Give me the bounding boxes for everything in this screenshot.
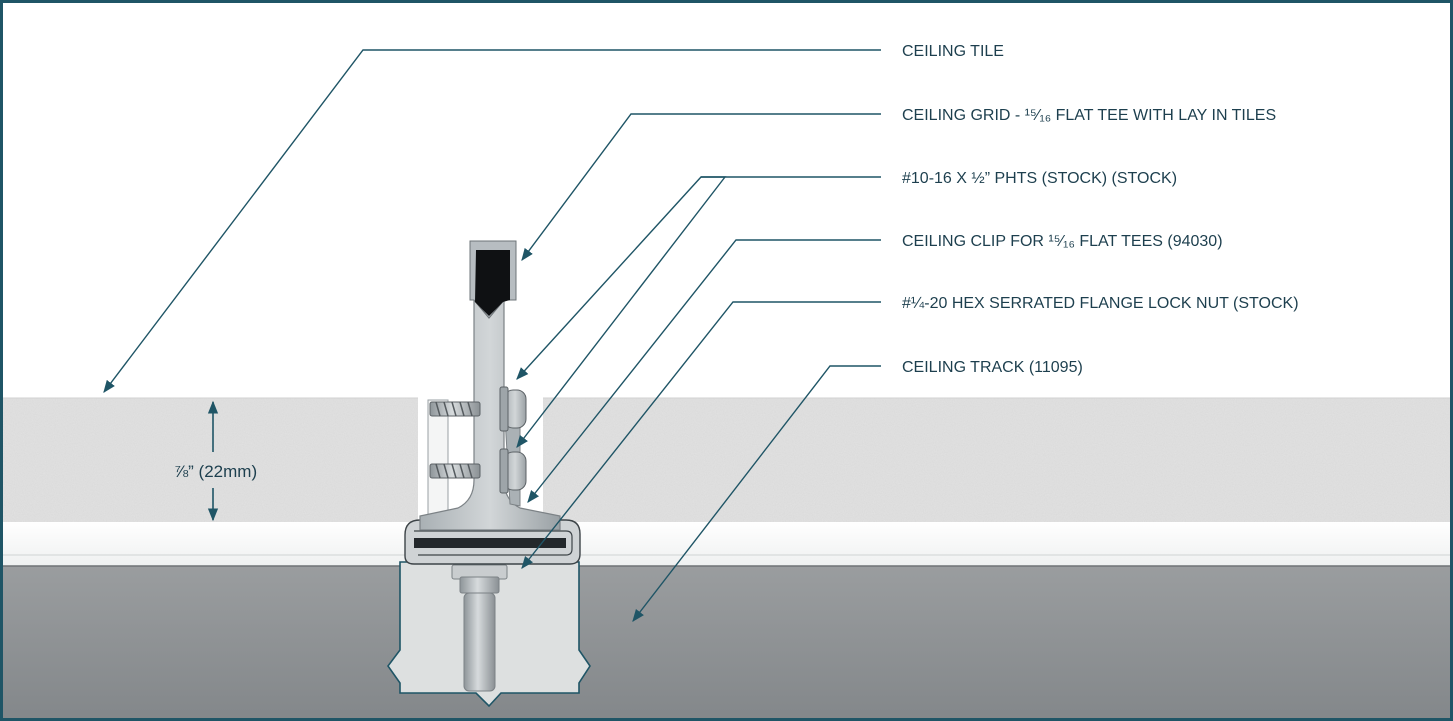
leader-lock-nut (521, 301, 881, 569)
callout-screw: #10-16 X ½” PHTS (STOCK) (STOCK) (902, 170, 1177, 187)
lock-nut-hex (459, 576, 500, 594)
leader-ceiling-tile (103, 49, 881, 394)
leader-screw-lower (516, 176, 727, 448)
screw-lower (429, 448, 527, 494)
leader-ceiling-track (632, 365, 881, 622)
callout-ceiling-tile: CEILING TILE (902, 43, 1004, 60)
ceiling-tile-left (2, 398, 418, 522)
callout-ceiling-clip: CEILING CLIP FOR ¹⁵⁄₁₆ FLAT TEES (94030) (902, 233, 1223, 250)
callout-ceiling-track: CEILING TRACK (11095) (902, 359, 1083, 376)
ceiling-track-body (2, 566, 1451, 719)
leader-ceiling-grid (521, 113, 881, 262)
dimension-label: ⅞” (22mm) (174, 462, 257, 481)
callout-lock-nut: #¼-20 HEX SERRATED FLANGE LOCK NUT (STOC… (902, 295, 1299, 312)
leader-ceiling-clip (527, 239, 881, 503)
callout-ceiling-grid: CEILING GRID - ¹⁵⁄₁₆ FLAT TEE WITH LAY I… (902, 107, 1276, 124)
bolt-stud (463, 592, 496, 692)
ceiling-clip-plate (427, 399, 449, 521)
ceiling-tile-right (543, 398, 1451, 522)
ledge-band (2, 522, 1451, 568)
clip-inner-flange (414, 538, 566, 548)
screw-upper (429, 386, 527, 432)
